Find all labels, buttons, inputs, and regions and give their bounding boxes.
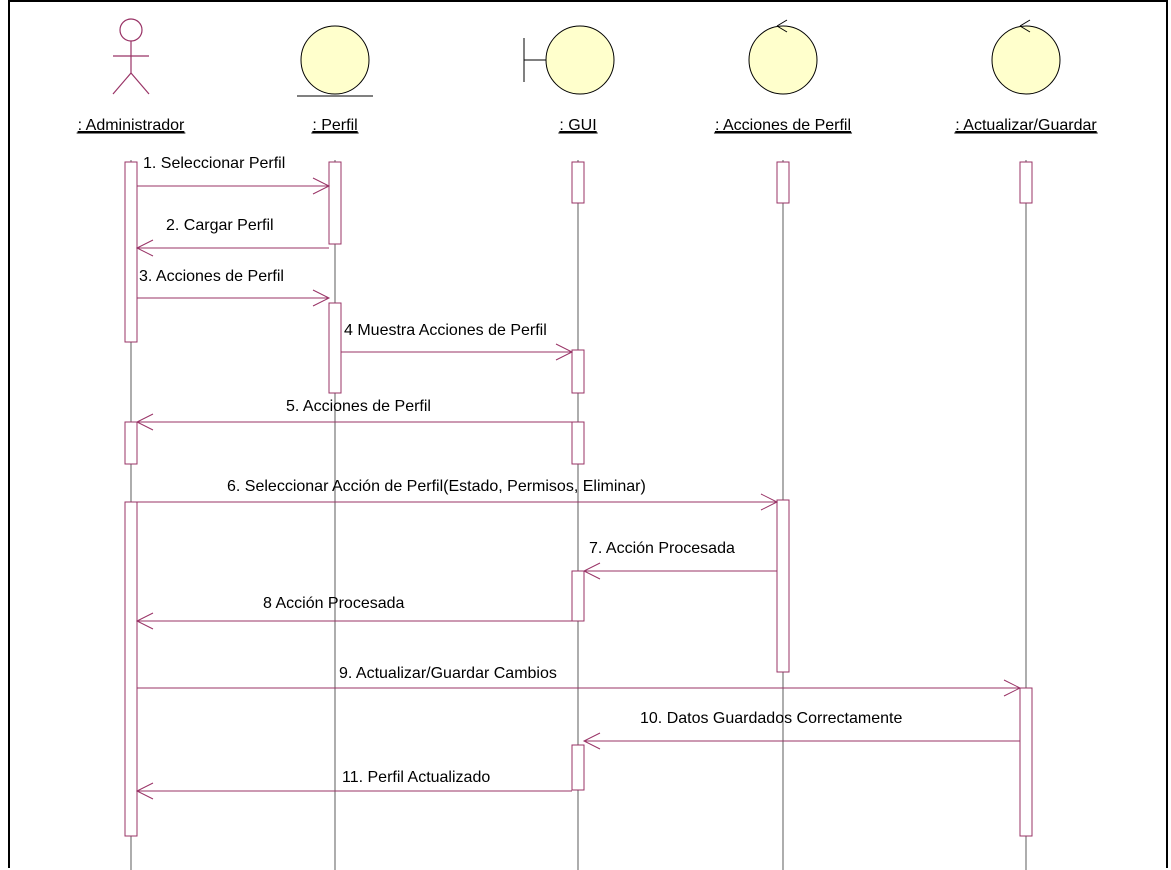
activation-box	[776, 499, 790, 673]
control-icon	[748, 19, 818, 95]
arrowhead-icon	[555, 343, 574, 361]
actor-icon	[112, 18, 150, 95]
message-5: 5. Acciones de Perfil	[135, 398, 572, 431]
participant-name: : Actualizar/Guardar	[955, 117, 1097, 134]
message-7: 7. Acción Procesada	[582, 540, 777, 580]
arrowhead-icon	[135, 239, 154, 257]
arrowhead-icon	[760, 493, 779, 511]
participant-name: : GUI	[559, 117, 596, 134]
message-label: 9. Actualizar/Guardar Cambios	[339, 665, 557, 682]
message-label: 7. Acción Procesada	[589, 540, 735, 557]
message-9: 9. Actualizar/Guardar Cambios	[137, 665, 1022, 697]
activation-box	[124, 501, 138, 837]
activation-box	[571, 744, 585, 791]
diagram-frame	[8, 0, 1168, 868]
arrowhead-icon	[135, 612, 154, 630]
message-3: 3. Acciones de Perfil	[137, 268, 331, 307]
arrowhead-icon	[1003, 679, 1022, 697]
message-2: 2. Cargar Perfil	[135, 217, 329, 257]
participant-name: : Administrador	[78, 117, 185, 134]
message-11: 11. Perfil Actualizado	[135, 769, 572, 800]
arrowhead-icon	[312, 289, 331, 307]
arrowhead-icon	[312, 177, 331, 195]
activation-box	[571, 421, 585, 465]
message-8: 8 Acción Procesada	[135, 595, 572, 630]
activation-box	[1019, 161, 1033, 204]
participant-acciones: : Acciones de Perfil	[713, 19, 853, 134]
message-10: 10. Datos Guardados Correctamente	[582, 710, 1020, 750]
message-label: 3. Acciones de Perfil	[139, 268, 284, 285]
activation-box	[571, 161, 585, 204]
participant-name: : Perfil	[312, 117, 357, 134]
arrowhead-icon	[135, 413, 154, 431]
arrowhead-icon	[135, 782, 154, 800]
arrowhead-icon	[582, 562, 601, 580]
activation-box	[328, 302, 342, 394]
message-label: 10. Datos Guardados Correctamente	[640, 710, 902, 727]
activation-box	[776, 161, 790, 204]
message-label: 11. Perfil Actualizado	[342, 769, 490, 786]
entity-icon	[297, 25, 373, 97]
message-4: 4 Muestra Acciones de Perfil	[341, 322, 574, 361]
message-label: 5. Acciones de Perfil	[286, 398, 431, 415]
activation-box	[328, 161, 342, 245]
participant-perfil: : Perfil	[297, 25, 373, 134]
activation-box	[124, 421, 138, 465]
boundary-icon	[523, 25, 615, 95]
arrowhead-icon	[582, 732, 601, 750]
message-label: 2. Cargar Perfil	[166, 217, 274, 234]
message-label: 8 Acción Procesada	[263, 595, 405, 612]
message-label: 1. Seleccionar Perfil	[143, 155, 285, 172]
activation-box	[1019, 687, 1033, 837]
activation-box	[571, 349, 585, 394]
activation-box	[124, 161, 138, 343]
participant-admin: : Administrador	[76, 18, 186, 134]
message-label: 6. Seleccionar Acción de Perfil(Estado, …	[227, 478, 646, 495]
message-6: 6. Seleccionar Acción de Perfil(Estado, …	[137, 478, 779, 511]
participant-gui: : GUI	[523, 25, 615, 134]
activation-box	[571, 570, 585, 622]
message-1: 1. Seleccionar Perfil	[137, 155, 331, 195]
control-icon	[991, 19, 1061, 95]
participant-actualizar: : Actualizar/Guardar	[954, 19, 1098, 134]
participant-name: : Acciones de Perfil	[715, 117, 851, 134]
message-label: 4 Muestra Acciones de Perfil	[344, 322, 547, 339]
